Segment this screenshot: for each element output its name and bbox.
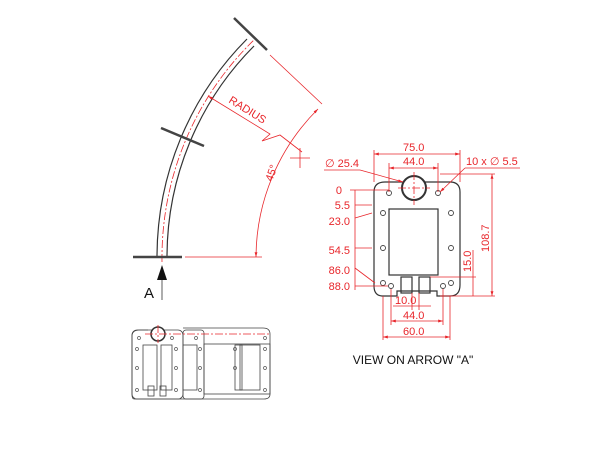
angle-label: 45°: [264, 163, 281, 183]
top-flange: [233, 17, 268, 51]
pos-label: 54.5: [329, 245, 350, 257]
side-view: RADIUS 45° A: [133, 17, 323, 302]
slot-right: [418, 276, 431, 294]
view-arrow-icon: [157, 265, 167, 280]
pos-label: 0: [336, 185, 342, 197]
slot-left: [400, 276, 413, 294]
top-view: [131, 325, 271, 400]
tube-inner-wall: [166, 45, 255, 258]
vertical-position-labels: 0 5.5 23.0 54.5 86.0 88.0: [329, 185, 350, 293]
pos-label: 5.5: [335, 200, 350, 212]
dim-base-width: 60.0: [403, 326, 424, 338]
dim-slot-height: 15.0: [462, 251, 474, 272]
dim-hole-callout: 10 x ∅ 5.5: [466, 156, 518, 168]
mid-flange: [160, 126, 205, 148]
pos-label: 88.0: [329, 281, 350, 293]
tube-centerline: [161, 37, 257, 263]
dim-hole-spacing-bottom: 44.0: [403, 310, 424, 322]
plate-cutout: [388, 208, 439, 276]
pos-label: 23.0: [329, 216, 350, 228]
dim-tube-diameter: ∅ 25.4: [325, 158, 359, 170]
view-caption: VIEW ON ARROW "A": [353, 353, 474, 367]
pos-label: 86.0: [329, 265, 350, 277]
top-extension-line: [269, 54, 323, 105]
view-arrow-label: A: [144, 285, 154, 302]
radius-dimension-line: [207, 95, 303, 153]
dim-slot-gap: 10.0: [395, 295, 416, 307]
dim-width-overall: 75.0: [403, 142, 424, 154]
mounting-holes: [380, 190, 454, 289]
dim-height-overall: 108.7: [480, 224, 492, 252]
dim-hole-spacing-top: 44.0: [403, 156, 424, 168]
plate-view: 75.0 44.0 ∅ 25.4 10 x ∅ 5.5 0 5.5 23.0 5…: [324, 142, 520, 367]
radius-label: RADIUS: [226, 94, 268, 126]
tube-outer-wall: [156, 38, 248, 258]
angle-dimension-arc: [254, 108, 319, 258]
